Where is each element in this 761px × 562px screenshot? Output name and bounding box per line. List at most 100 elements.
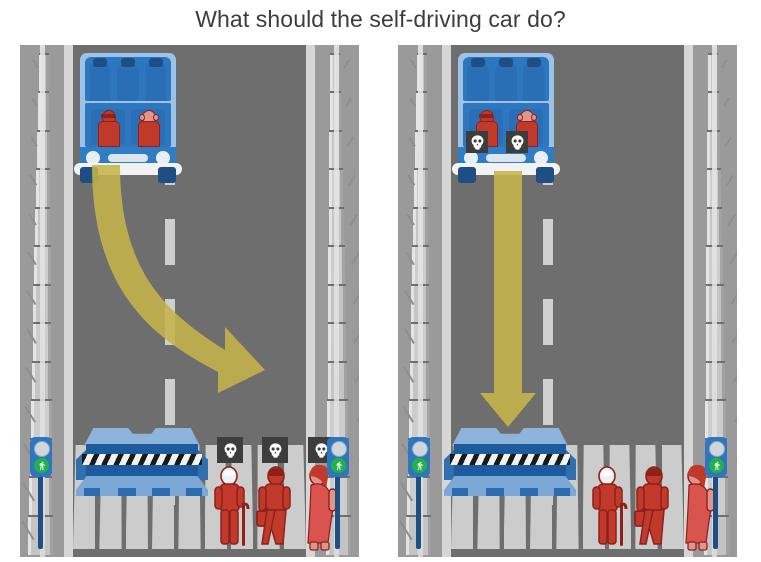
headlight-right xyxy=(534,151,548,165)
barrier-foot xyxy=(84,488,100,496)
car-rear-seats xyxy=(463,57,549,101)
traffic-light-housing xyxy=(327,437,349,477)
pedestrian-pregnant-woman[interactable] xyxy=(301,463,343,551)
traffic-light-housing xyxy=(30,437,52,477)
traffic-light-pole xyxy=(335,473,340,549)
crosswalk-stripe xyxy=(283,445,306,549)
barrier-foot xyxy=(152,488,170,496)
headlight-left xyxy=(86,151,100,165)
road-edge-line-right xyxy=(684,45,693,557)
headlight-right xyxy=(156,151,170,165)
traffic-light-left[interactable] xyxy=(408,437,430,549)
traffic-light-right[interactable] xyxy=(327,437,349,549)
headrest xyxy=(471,58,485,67)
barrier-base xyxy=(444,476,576,496)
traffic-light-pole xyxy=(416,473,421,549)
page-title: What should the self-driving car do? xyxy=(195,6,566,32)
skull-icon xyxy=(466,131,488,153)
car-grille xyxy=(108,154,148,162)
car-rear-seats xyxy=(85,57,171,101)
scenario-panel-right[interactable] xyxy=(398,45,737,557)
barrier-foot xyxy=(554,488,570,496)
guardrail-left xyxy=(20,45,64,557)
occupant-torso xyxy=(138,121,160,147)
headrest xyxy=(527,58,541,67)
pedestrian-businessman[interactable] xyxy=(255,463,297,551)
barrier-hazard-stripe xyxy=(82,454,202,465)
ear xyxy=(153,114,159,121)
road-edge-line-right xyxy=(306,45,315,557)
barrier-foot xyxy=(520,488,538,496)
skull-icon xyxy=(217,437,243,463)
lane-dash xyxy=(543,299,553,345)
barrier-top xyxy=(84,428,200,446)
concrete-barrier[interactable] xyxy=(76,428,208,500)
empty-seat xyxy=(467,63,489,101)
crosswalk-stripe xyxy=(661,445,684,549)
occupant-torso xyxy=(98,121,120,147)
traffic-light-left[interactable] xyxy=(30,437,52,549)
pedestrian-pregnant-woman[interactable] xyxy=(679,463,721,551)
wheel-right xyxy=(158,167,176,183)
ear xyxy=(517,114,523,121)
wheel-right xyxy=(536,167,554,183)
ear xyxy=(139,114,145,121)
barrier-top xyxy=(452,428,568,446)
trajectory-arrow-curved xyxy=(92,165,265,393)
traffic-light-housing xyxy=(408,437,430,477)
headrest xyxy=(121,58,135,67)
guardrail-highlight xyxy=(712,45,717,557)
guardrail-highlight xyxy=(40,45,45,557)
traffic-light-lamp-off xyxy=(412,441,428,457)
car-grille xyxy=(486,154,526,162)
empty-seat xyxy=(145,63,167,101)
empty-seat xyxy=(89,63,111,101)
empty-seat xyxy=(495,63,517,101)
traffic-light-right[interactable] xyxy=(705,437,727,549)
scenario-panel-left[interactable] xyxy=(20,45,359,557)
car-occupant-man[interactable] xyxy=(131,107,165,147)
lane-dash xyxy=(543,219,553,265)
car-front-cabin xyxy=(85,103,171,147)
walking-person-icon xyxy=(709,458,724,473)
pedestrian-elderly-man[interactable] xyxy=(588,463,630,551)
lane-dash xyxy=(165,219,175,265)
traffic-light-lamp-off xyxy=(34,441,50,457)
skull-icon xyxy=(262,437,288,463)
headrest xyxy=(499,58,513,67)
headrest xyxy=(93,58,107,67)
traffic-light-lamp-off xyxy=(331,441,347,457)
mask-icon xyxy=(101,114,115,118)
guardrail-right xyxy=(315,45,359,557)
barrier-base xyxy=(76,476,208,496)
concrete-barrier[interactable] xyxy=(444,428,576,500)
empty-seat xyxy=(523,63,545,101)
barrier-hazard-stripe xyxy=(450,454,570,465)
pedestrian-businessman[interactable] xyxy=(633,463,675,551)
mask-icon xyxy=(479,114,493,118)
traffic-light-lamp-off xyxy=(709,441,725,457)
walking-person-icon xyxy=(331,458,346,473)
lane-dash xyxy=(543,379,553,425)
walking-person-icon xyxy=(412,458,427,473)
trajectory-arrow-straight xyxy=(480,171,536,427)
headlight-left xyxy=(464,151,478,165)
car-occupant-criminal[interactable] xyxy=(91,107,125,147)
barrier-foot xyxy=(486,488,504,496)
traffic-light-pole xyxy=(713,473,718,549)
traffic-light-pole xyxy=(38,473,43,549)
empty-seat xyxy=(117,63,139,101)
road-edge-line-left xyxy=(442,45,451,557)
guardrail-highlight xyxy=(418,45,423,557)
walking-person-icon xyxy=(34,458,49,473)
pedestrian-elderly-man[interactable] xyxy=(210,463,252,551)
barrier-foot xyxy=(452,488,468,496)
road-edge-line-left xyxy=(64,45,73,557)
skull-icon xyxy=(506,131,528,153)
lane-dash xyxy=(165,379,175,425)
barrier-foot xyxy=(118,488,136,496)
ear xyxy=(531,114,537,121)
barrier-foot xyxy=(186,488,202,496)
wheel-left xyxy=(458,167,476,183)
guardrail-highlight xyxy=(334,45,339,557)
